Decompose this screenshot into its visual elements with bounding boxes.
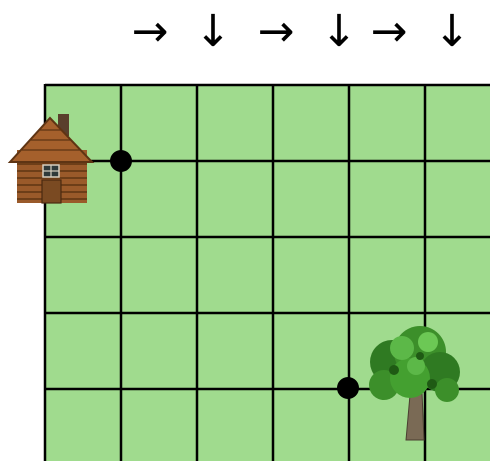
- start-point-marker: [110, 150, 132, 172]
- grid-background: [45, 84, 490, 461]
- end-point-marker: [337, 377, 359, 399]
